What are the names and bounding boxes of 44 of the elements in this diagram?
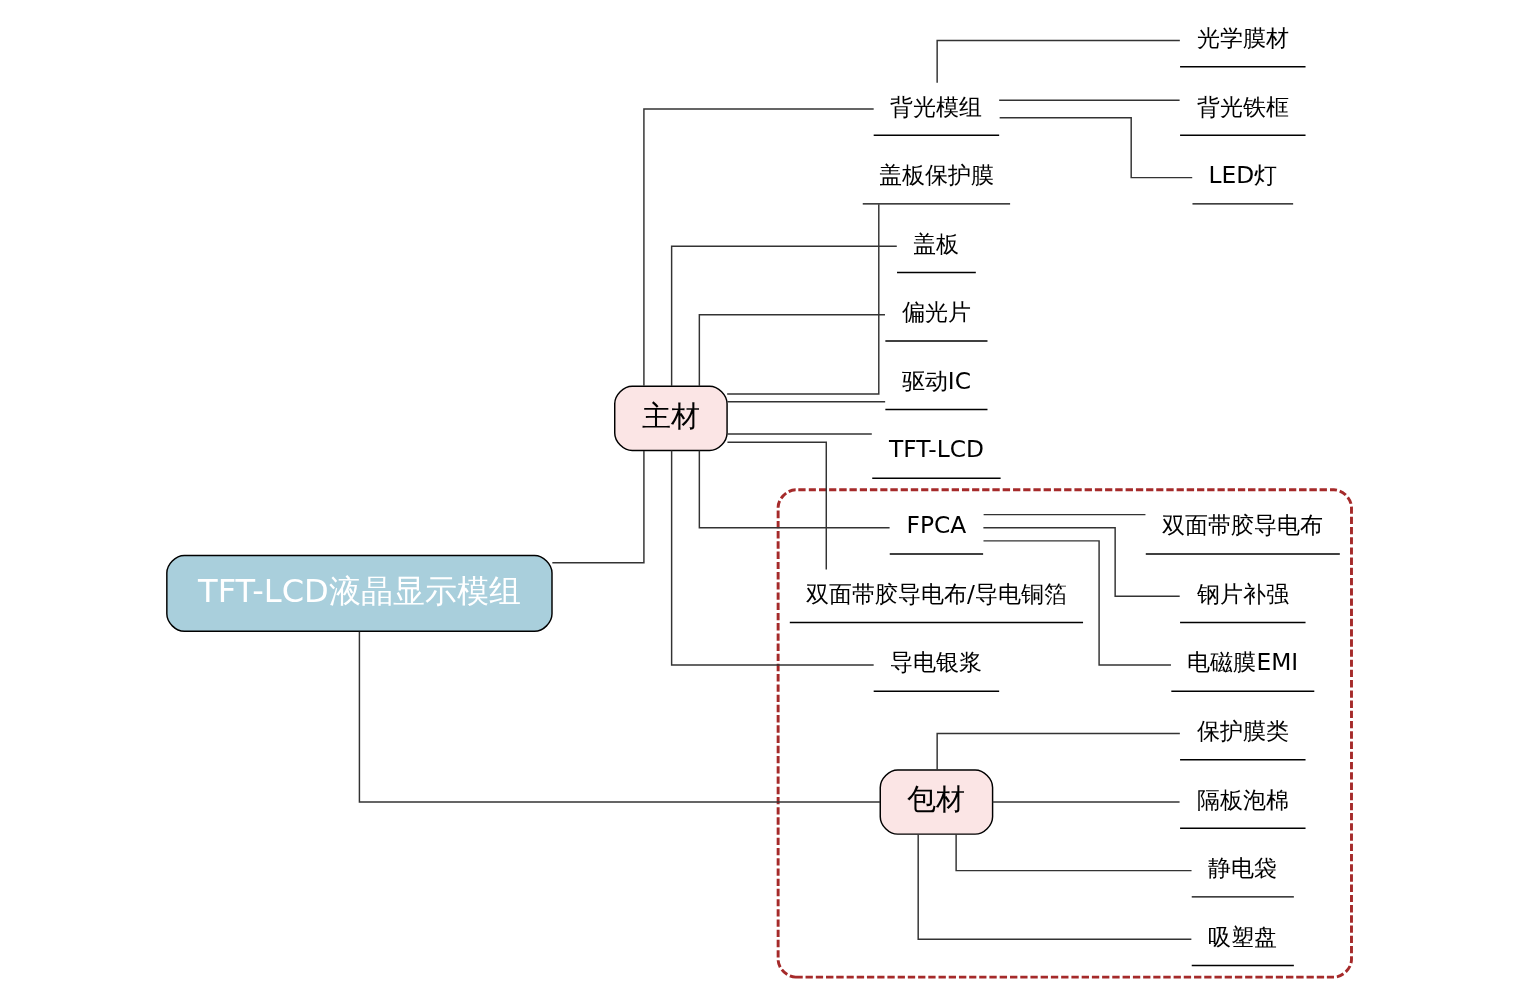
node-box: 主材 bbox=[613, 385, 728, 452]
connector bbox=[726, 441, 827, 571]
connector bbox=[551, 450, 645, 564]
node-text: FPCA bbox=[906, 511, 966, 540]
connector bbox=[725, 203, 880, 395]
node-text: 电磁膜EMI bbox=[1186, 648, 1298, 677]
connector bbox=[670, 449, 874, 666]
connector bbox=[916, 833, 1192, 940]
node-text: 钢片补强 bbox=[1196, 579, 1289, 608]
node-text: 盖板保护膜 bbox=[878, 161, 994, 190]
node-box: 包材 bbox=[879, 769, 993, 835]
node-text: 驱动IC bbox=[901, 366, 971, 395]
node-text: 背光模组 bbox=[889, 92, 982, 121]
connector bbox=[998, 117, 1193, 179]
connector bbox=[997, 99, 1180, 102]
connector bbox=[982, 527, 1180, 598]
node-text: 盖板 bbox=[912, 229, 959, 258]
connector bbox=[358, 630, 881, 803]
connector bbox=[698, 314, 886, 387]
connector bbox=[726, 433, 872, 435]
connector bbox=[642, 108, 874, 387]
node-text: 双面带胶导电布/导电铜箔 bbox=[805, 579, 1067, 608]
node-text: 双面带胶导电布 bbox=[1161, 511, 1323, 540]
node-text: 静电袋 bbox=[1207, 854, 1277, 883]
connector bbox=[698, 449, 890, 529]
connector bbox=[954, 833, 1192, 872]
connector bbox=[991, 801, 1180, 803]
node-text: TFT-LCD bbox=[888, 435, 984, 464]
node-text: LED灯 bbox=[1207, 161, 1277, 190]
node-text: 吸塑盘 bbox=[1207, 922, 1277, 951]
node-text: 保护膜类 bbox=[1196, 717, 1289, 746]
node-text: 光学膜材 bbox=[1196, 24, 1289, 53]
cluster bbox=[776, 488, 1353, 979]
connector bbox=[670, 245, 897, 387]
connector bbox=[982, 540, 1172, 666]
node-box: TFT-LCD液晶显示模组 bbox=[165, 554, 553, 633]
connector bbox=[935, 732, 1181, 771]
connector bbox=[935, 39, 1181, 84]
node-text: 隔板泡棉 bbox=[1196, 785, 1289, 814]
connector bbox=[726, 401, 886, 403]
connector bbox=[982, 513, 1146, 516]
node-text: 背光铁框 bbox=[1196, 92, 1289, 121]
node-text: 偏光片 bbox=[901, 298, 971, 327]
node-text: 导电银浆 bbox=[889, 648, 982, 677]
